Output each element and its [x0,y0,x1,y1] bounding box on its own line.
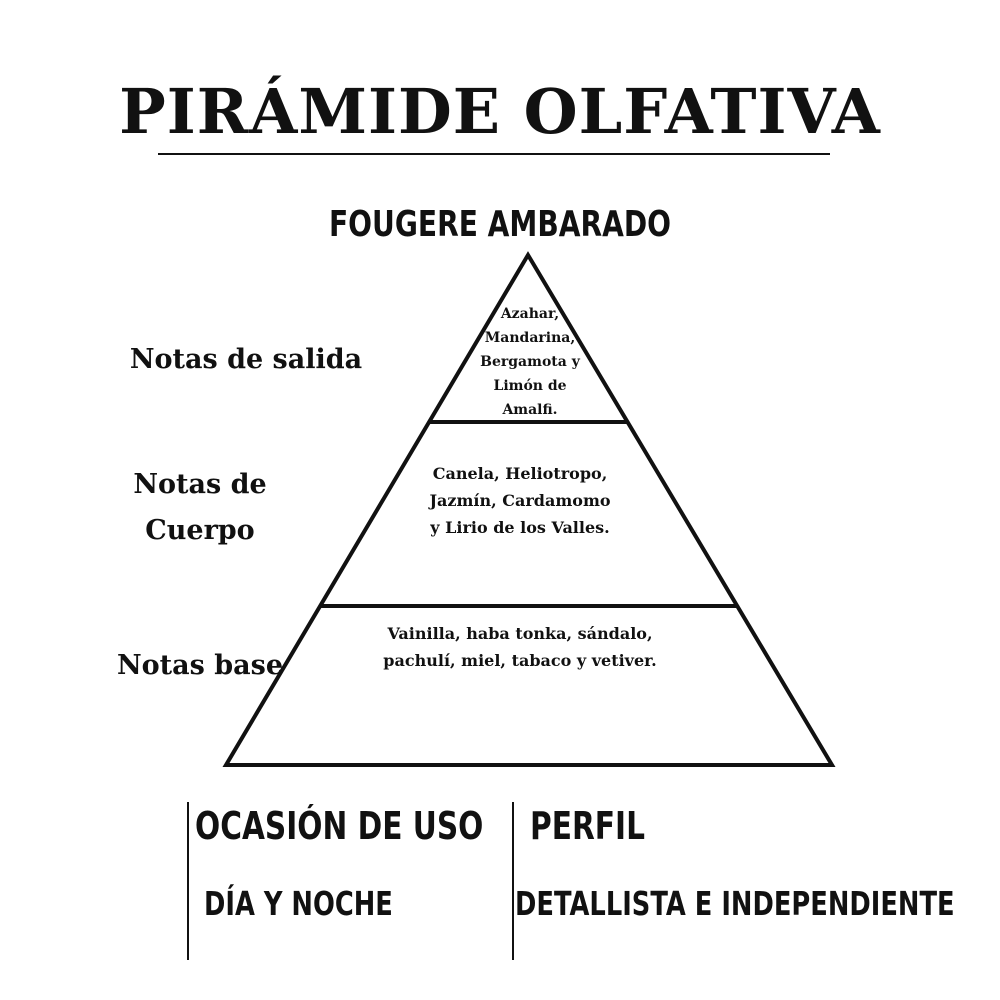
note-line: pachulí, miel, tabaco y vetiver. [383,651,657,670]
note-line: Canela, Heliotropo, [432,464,608,483]
fragrance-family: FOUGERE AMBARADO [328,204,672,245]
heart-notes-label-line: Cuerpo [145,515,255,546]
top-notes-label: Notas de salida [129,344,363,375]
note-line: Azahar, [500,306,560,322]
base-notes-label: Notas base [116,650,283,681]
note-line: Limón de [493,378,567,394]
heart-notes-label: Notas de Cuerpo [110,462,290,554]
occasion-heading: OCASIÓN DE USO [195,804,484,848]
base-notes-text: Vainilla, haba tonka, sándalo, pachulí, … [340,620,700,674]
heart-notes-label-line: Notas de [133,469,267,500]
note-line: Jazmín, Cardamomo [429,491,611,510]
profile-heading: PERFIL [530,804,645,848]
note-line: y Lirio de los Valles. [430,518,610,537]
note-line: Vainilla, haba tonka, sándalo, [387,624,653,643]
profile-value: DETALLISTA E INDEPENDIENTE [515,884,955,923]
page-title: PIRÁMIDE OLFATIVA [119,75,881,148]
note-line: Bergamota y [480,354,580,370]
top-notes-text: Azahar, Mandarina, Bergamota y Limón de … [470,302,590,422]
note-line: Mandarina, [484,330,576,346]
heart-notes-text: Canela, Heliotropo, Jazmín, Cardamomo y … [400,460,640,541]
pyramid-outline [222,251,836,767]
occasion-value: DÍA Y NOCHE [204,884,393,923]
profile-divider [512,802,514,960]
occasion-divider [187,802,189,960]
note-line: Amalfi. [502,402,558,418]
title-underline [158,153,830,155]
